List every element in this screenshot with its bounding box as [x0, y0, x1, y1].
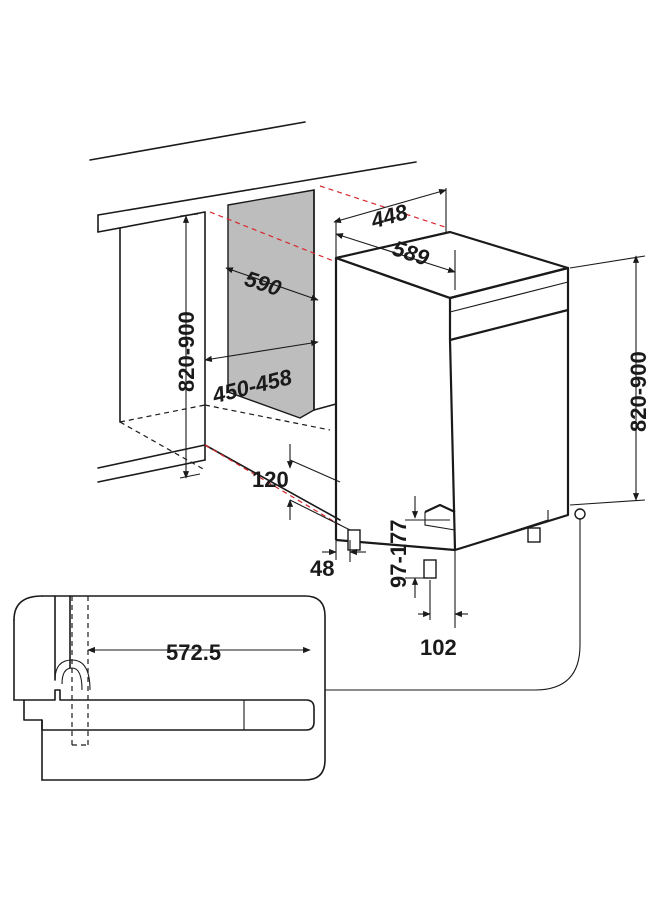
- label-102: 102: [420, 635, 457, 660]
- cabinet-base: [97, 211, 341, 521]
- label-572-5: 572.5: [166, 640, 221, 665]
- label-97-177: 97-177: [386, 519, 411, 588]
- dim-appliance-height: 820-900: [569, 255, 651, 506]
- dim-niche-height: 820-900: [174, 213, 201, 479]
- dim-plinth-height: 120: [252, 444, 351, 531]
- dim-plinth-depth: 48: [310, 482, 366, 581]
- detail-callout-connector: [325, 508, 586, 691]
- dim-door-offset: 102: [418, 550, 468, 660]
- dim-foot-adjust: 97-177: [386, 496, 450, 598]
- label-820-900-right: 820-900: [626, 351, 651, 432]
- label-48: 48: [310, 556, 334, 581]
- adjustable-feet: [347, 527, 541, 579]
- label-120: 120: [252, 467, 289, 492]
- dishwasher-body: [334, 230, 570, 552]
- detail-inset: 572.5: [13, 595, 326, 781]
- label-820-900-left: 820-900: [174, 311, 199, 392]
